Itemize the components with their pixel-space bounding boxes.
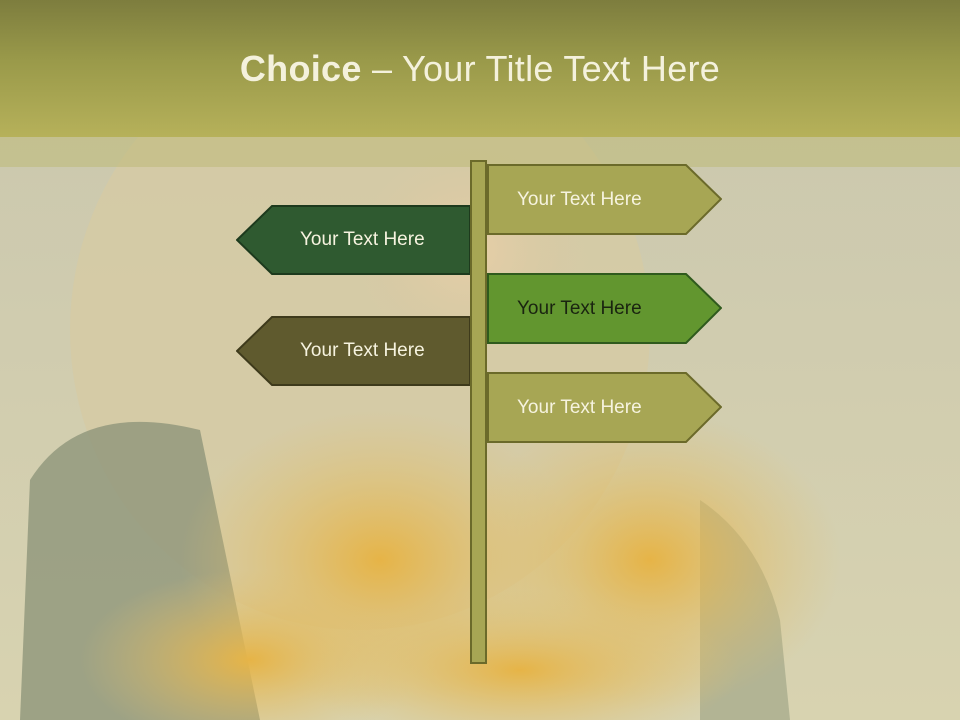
sign-right-2-label: Your Text Here — [517, 297, 642, 319]
sign-left-1-label: Your Text Here — [300, 229, 425, 250]
sign-left-1[interactable]: Your Text Here — [236, 205, 471, 275]
sign-right-1[interactable]: Your Text Here — [487, 164, 722, 235]
sign-right-2[interactable]: Your Text Here — [487, 273, 722, 344]
arrow-right-shape — [487, 372, 722, 443]
sign-right-3-label: Your Text Here — [517, 396, 642, 418]
sign-right-2-shape — [487, 273, 722, 344]
sign-right-1-shape — [487, 164, 722, 235]
slide-title-rest: – Your Title Text Here — [361, 48, 721, 89]
title-header — [0, 0, 960, 137]
sign-left-2[interactable]: Your Text Here — [236, 316, 471, 386]
sign-right-3[interactable]: Your Text Here — [487, 372, 722, 443]
sign-right-3-shape — [487, 372, 722, 443]
slide-title: Choice – Your Title Text Here — [0, 48, 960, 90]
slide-title-strong: Choice — [239, 48, 362, 89]
signpost-pole — [470, 160, 487, 664]
arrow-right-shape — [487, 273, 722, 344]
sign-right-1-label: Your Text Here — [517, 188, 642, 210]
sign-left-2-label: Your Text Here — [300, 340, 425, 361]
arrow-right-shape — [487, 164, 722, 235]
